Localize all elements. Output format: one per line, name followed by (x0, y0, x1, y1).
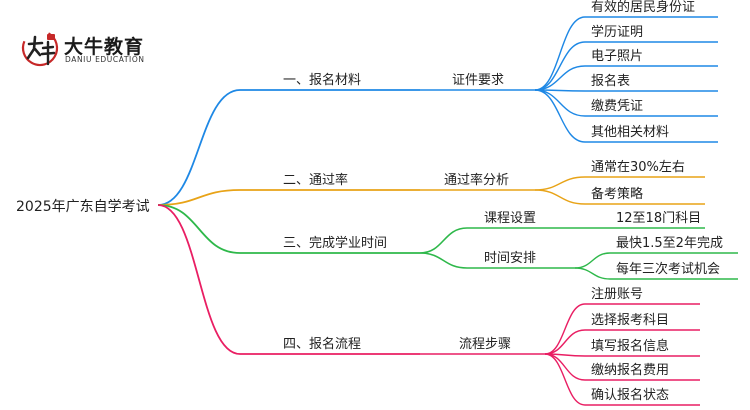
sub-connector (419, 252, 468, 269)
leaf-label: 通常在30%左右 (591, 160, 685, 175)
leaf-label: 选择报考科目 (591, 313, 670, 328)
leaf-connector (534, 41, 586, 91)
logo-subtext: DANIU EDUCATION (65, 55, 145, 64)
leaf-label: 12至18门科目 (616, 211, 702, 226)
branch-label: 三、完成学业时间 (283, 236, 388, 251)
leaf-connector (534, 65, 586, 91)
daniu-logo-icon (21, 29, 59, 67)
leaf-label: 有效的居民身份证 (591, 0, 696, 15)
sub-label: 课程设置 (484, 211, 537, 226)
branch-label: 一、报名材料 (283, 73, 362, 88)
leaf-label: 确认报名状态 (591, 388, 670, 403)
logo: 大牛教育 DANIU EDUCATION (20, 28, 160, 72)
leaf-label: 缴费凭证 (591, 99, 644, 114)
branch-label: 二、通过率 (283, 173, 349, 188)
sub-label: 流程步骤 (459, 337, 512, 352)
branch-connector (157, 89, 241, 206)
leaf-connector (574, 267, 611, 280)
leaf-label: 电子照片 (591, 49, 644, 64)
leaf-label: 其他相关材料 (591, 125, 670, 140)
leaf-connector (534, 189, 586, 205)
branch-connector (157, 204, 241, 355)
sub-connector (419, 227, 468, 254)
leaf-label: 填写报名信息 (591, 339, 670, 354)
leaf-label: 最快1.5至2年完成 (616, 236, 723, 251)
leaf-connector (574, 252, 611, 269)
root-topic: 2025年广东自学考试 (16, 199, 150, 215)
leaf-label: 每年三次考试机会 (616, 262, 721, 277)
leaf-connector (544, 353, 586, 381)
sub-label: 证件要求 (452, 73, 505, 88)
logo-text: 大牛教育 (64, 36, 145, 58)
leaf-label: 学历证明 (591, 25, 644, 40)
leaf-connector (544, 329, 586, 355)
branch-connector (157, 189, 241, 206)
leaf-connector (534, 176, 586, 191)
leaf-label: 注册账号 (591, 287, 644, 302)
leaf-connector (544, 353, 586, 406)
leaf-label: 备考策略 (591, 187, 644, 202)
sub-label: 通过率分析 (444, 173, 510, 188)
branch-label: 四、报名流程 (283, 337, 362, 352)
leaf-connector (534, 89, 586, 143)
leaf-connector (534, 16, 586, 91)
sub-label: 时间安排 (484, 251, 537, 266)
leaf-connector (534, 89, 586, 117)
leaf-connector (544, 303, 586, 355)
leaf-label: 缴纳报名费用 (591, 363, 670, 378)
leaf-label: 报名表 (591, 74, 631, 89)
branch-connector (157, 204, 241, 254)
